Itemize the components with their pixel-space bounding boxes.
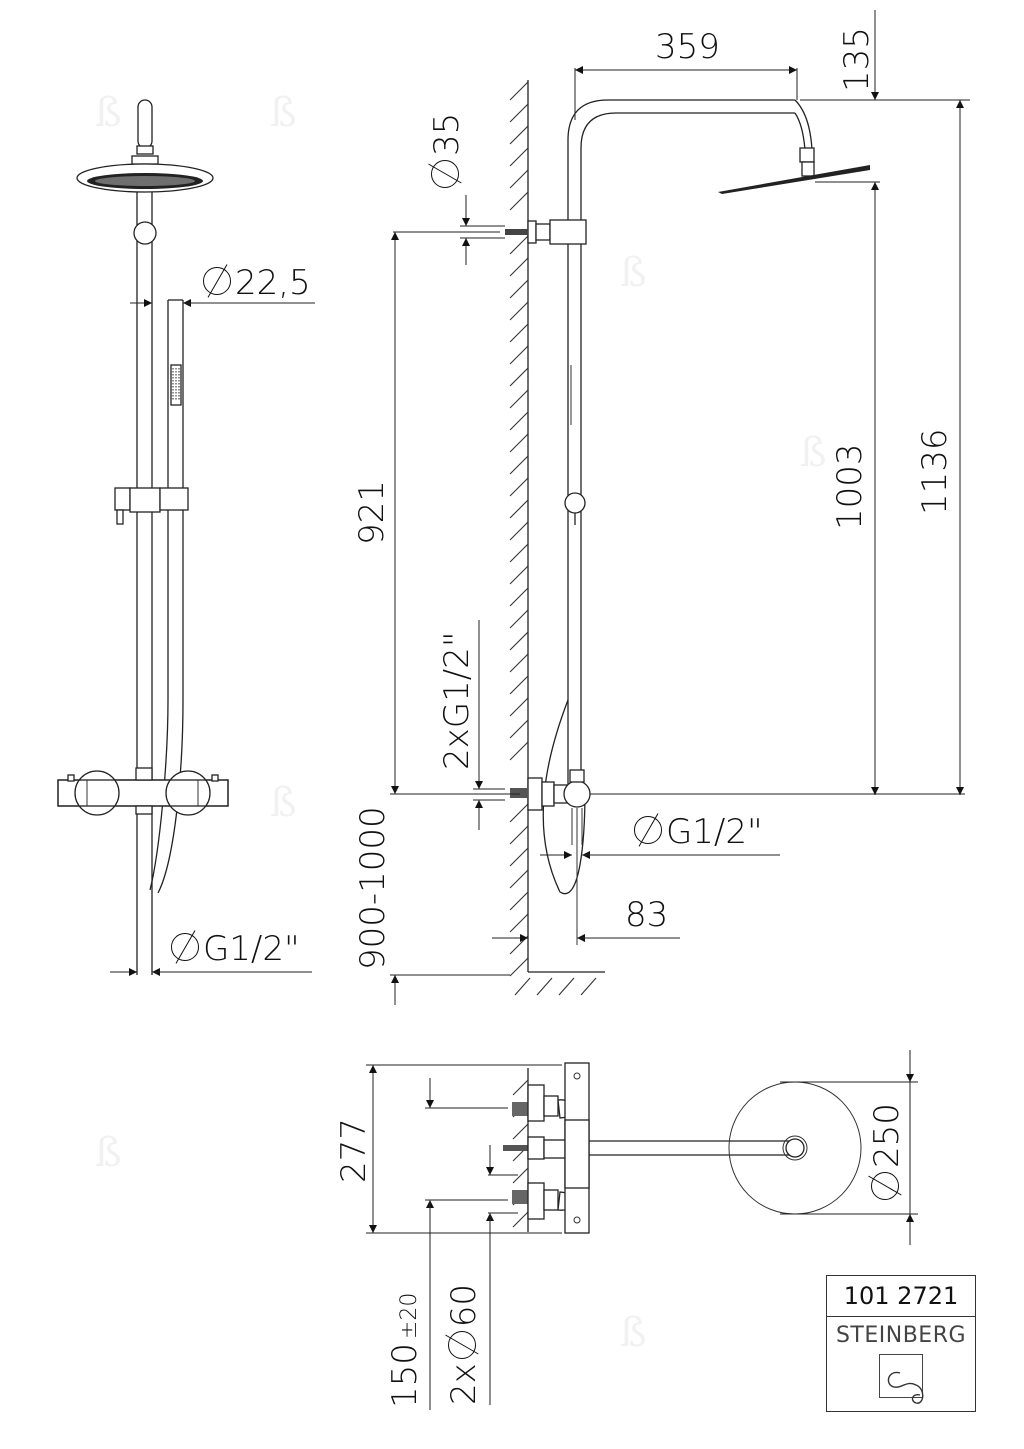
- inlet-spacing-label: 150±20: [385, 1292, 425, 1408]
- head-diameter-label: 250: [867, 1103, 907, 1200]
- article-number: 101 2721: [827, 1276, 975, 1317]
- diameter-icon: [203, 267, 231, 296]
- hose-outlet-diameter-label: G1/2": [634, 815, 763, 849]
- rail-diameter-label: 22,5: [203, 266, 311, 300]
- steinberg-logo-icon: [879, 1354, 924, 1404]
- wall-bracket-diameter-label: 35: [427, 113, 467, 188]
- head-drop-label: 135: [837, 27, 877, 92]
- inlet-thread-label: 2xG1/2": [437, 631, 477, 770]
- diameter-icon: [431, 160, 459, 188]
- bracket-height-label: 921: [352, 480, 392, 545]
- front-view: [57, 99, 315, 976]
- mixer-height-label: 277: [334, 1118, 374, 1183]
- side-view: [390, 10, 970, 1005]
- diameter-icon: [448, 1331, 476, 1359]
- wall-offset-label: 83: [625, 895, 669, 935]
- head-height-label: 1003: [830, 443, 870, 530]
- title-block: 101 2721 STEINBERG: [826, 1275, 976, 1412]
- diameter-icon: [634, 816, 662, 845]
- total-height-label: 1136: [915, 428, 955, 515]
- brand-name: STEINBERG: [835, 1323, 967, 1348]
- diameter-icon: [171, 933, 199, 962]
- diameter-icon: [871, 1172, 899, 1200]
- top-view: [366, 1050, 918, 1410]
- mounting-height-label: 900-1000: [353, 806, 393, 970]
- front-inlet-diameter-label: G1/2": [171, 932, 300, 966]
- escutcheon-label: 2x60: [444, 1284, 484, 1405]
- arm-projection-label: 359: [655, 27, 720, 67]
